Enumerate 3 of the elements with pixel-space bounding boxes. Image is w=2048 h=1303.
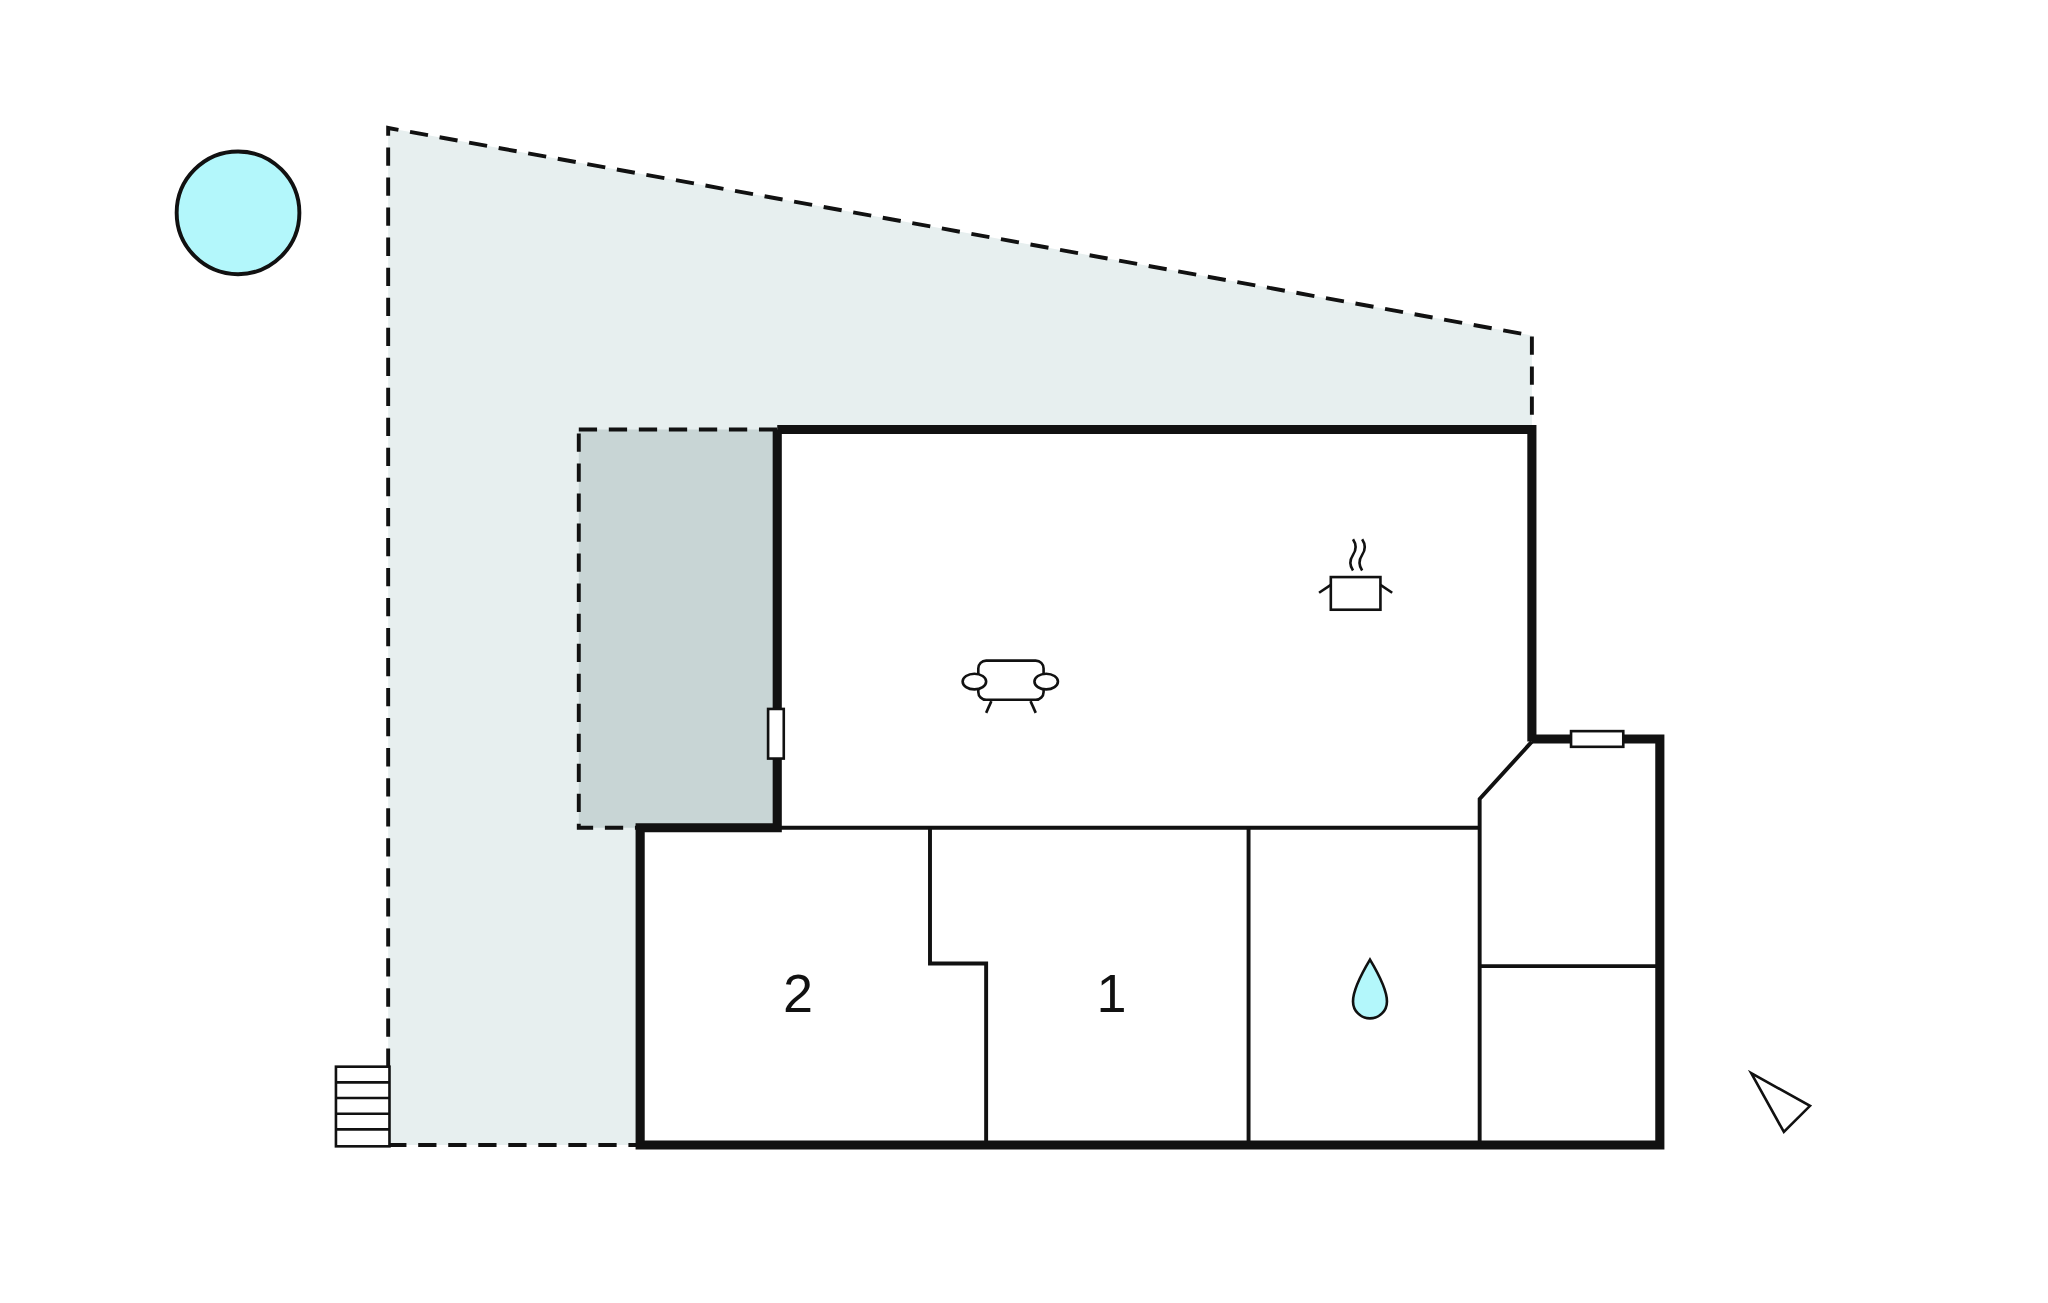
room-number: 1 <box>1096 965 1127 1020</box>
circle-marker <box>174 149 302 277</box>
room-number: 2 <box>783 965 814 1020</box>
